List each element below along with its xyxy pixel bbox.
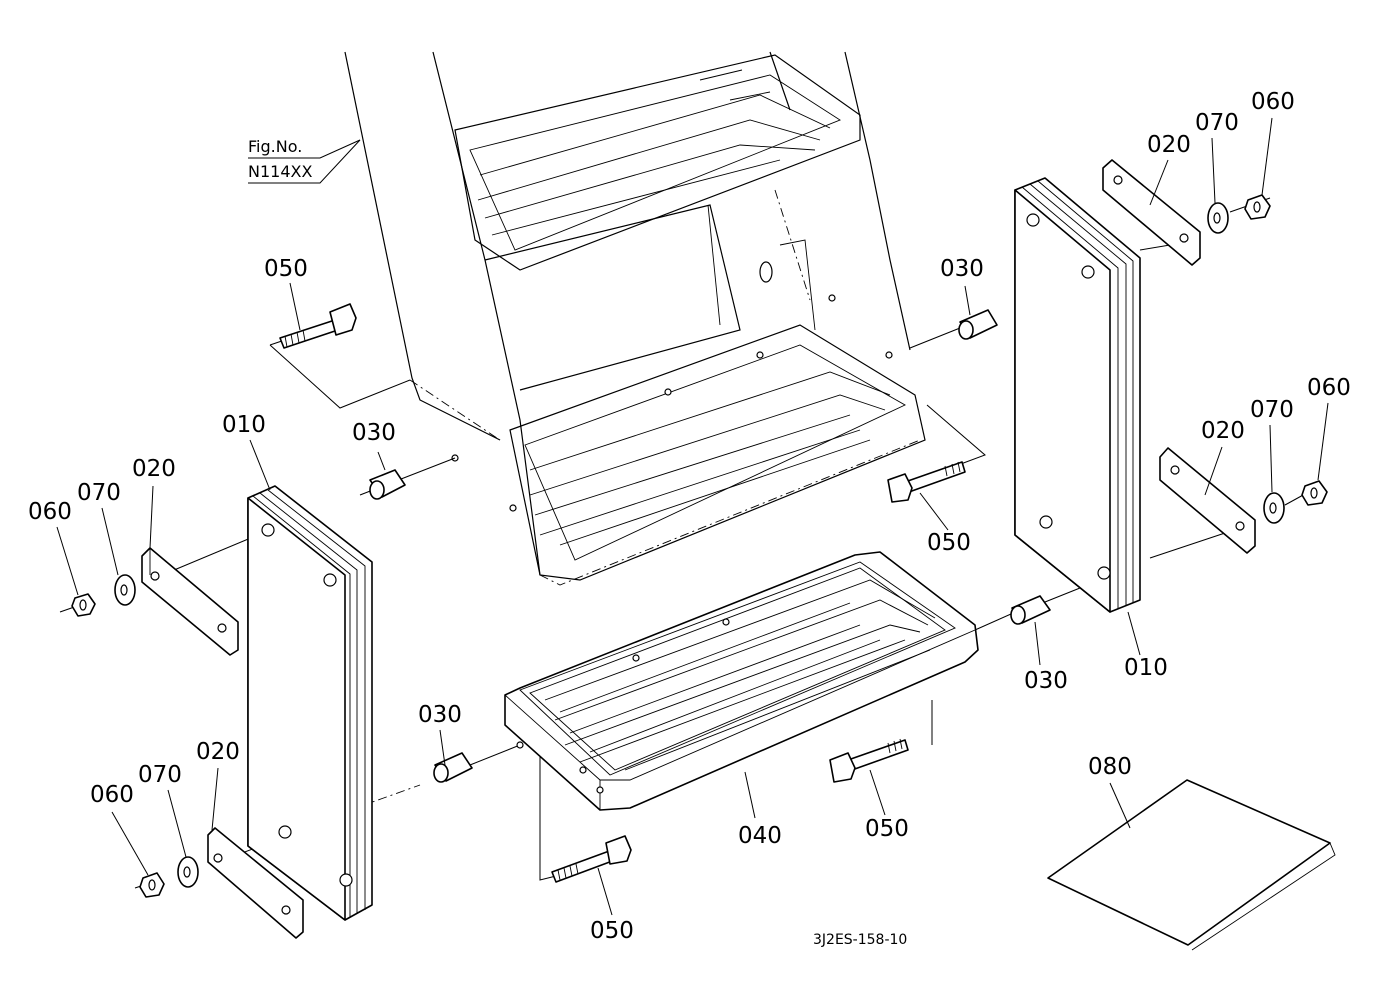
callout-020-right-top: 020 bbox=[1147, 132, 1191, 158]
callout-060-left-top: 060 bbox=[28, 499, 72, 525]
callout-060-right-bottom: 060 bbox=[1307, 375, 1351, 401]
callout-030-right-top: 030 bbox=[940, 256, 984, 282]
callout-050-bottom: 050 bbox=[590, 918, 634, 944]
callout-050-center: 050 bbox=[927, 530, 971, 556]
callout-070-left-top: 070 bbox=[77, 480, 121, 506]
bolt-center bbox=[887, 461, 966, 503]
bolt-bottom-right bbox=[829, 738, 909, 783]
callout-010-right: 010 bbox=[1124, 655, 1168, 681]
callout-010-left: 010 bbox=[222, 412, 266, 438]
callout-060-right-top: 060 bbox=[1251, 89, 1295, 115]
callout-040: 040 bbox=[738, 823, 782, 849]
callout-020-left-bottom: 020 bbox=[196, 739, 240, 765]
bracket-right-bottom bbox=[1159, 447, 1256, 554]
callout-050-top-left: 050 bbox=[264, 256, 308, 282]
side-plate-right bbox=[1014, 177, 1141, 613]
step-tray bbox=[504, 551, 979, 811]
bolt-bottom bbox=[551, 835, 632, 883]
callout-030-right-bottom: 030 bbox=[1024, 668, 1068, 694]
bracket-left-bottom bbox=[207, 827, 304, 939]
nut-left-bottom bbox=[139, 872, 165, 898]
collar-right-top bbox=[958, 309, 998, 340]
fig-label: Fig.No. bbox=[248, 137, 302, 156]
washer-right-top bbox=[1207, 202, 1229, 234]
instruction-sheet bbox=[1047, 779, 1336, 951]
fig-number: N114XX bbox=[248, 162, 312, 181]
nut-right-top bbox=[1244, 194, 1271, 220]
callout-060-left-bottom: 060 bbox=[90, 782, 134, 808]
bracket-right-top bbox=[1102, 159, 1201, 266]
washer-left-bottom bbox=[177, 856, 199, 888]
bracket-left-top bbox=[141, 547, 239, 656]
bolt-top-left bbox=[279, 303, 357, 349]
step-frame-assembly bbox=[344, 51, 926, 586]
drawing-code: 3J2ES-158-10 bbox=[813, 932, 907, 948]
nut-right-bottom bbox=[1301, 480, 1328, 506]
callout-080: 080 bbox=[1088, 754, 1132, 780]
washer-left-top bbox=[114, 574, 136, 606]
callout-leaders bbox=[56, 117, 1329, 916]
washer-right-bottom bbox=[1263, 492, 1285, 524]
collar-left-top bbox=[369, 469, 406, 500]
collar-left-bottom bbox=[433, 752, 473, 783]
callout-030-left-top: 030 bbox=[352, 420, 396, 446]
callout-050-bottom-right: 050 bbox=[865, 816, 909, 842]
side-plate-left bbox=[247, 485, 373, 921]
callout-070-right-top: 070 bbox=[1195, 110, 1239, 136]
nut-left-top bbox=[71, 593, 96, 617]
callout-070-left-bottom: 070 bbox=[138, 762, 182, 788]
callout-020-left-top: 020 bbox=[132, 456, 176, 482]
callout-020-right-bottom: 020 bbox=[1201, 418, 1245, 444]
callout-030-left-bottom: 030 bbox=[418, 702, 462, 728]
collar-right-bottom bbox=[1010, 595, 1051, 625]
callout-070-right-bottom: 070 bbox=[1250, 397, 1294, 423]
